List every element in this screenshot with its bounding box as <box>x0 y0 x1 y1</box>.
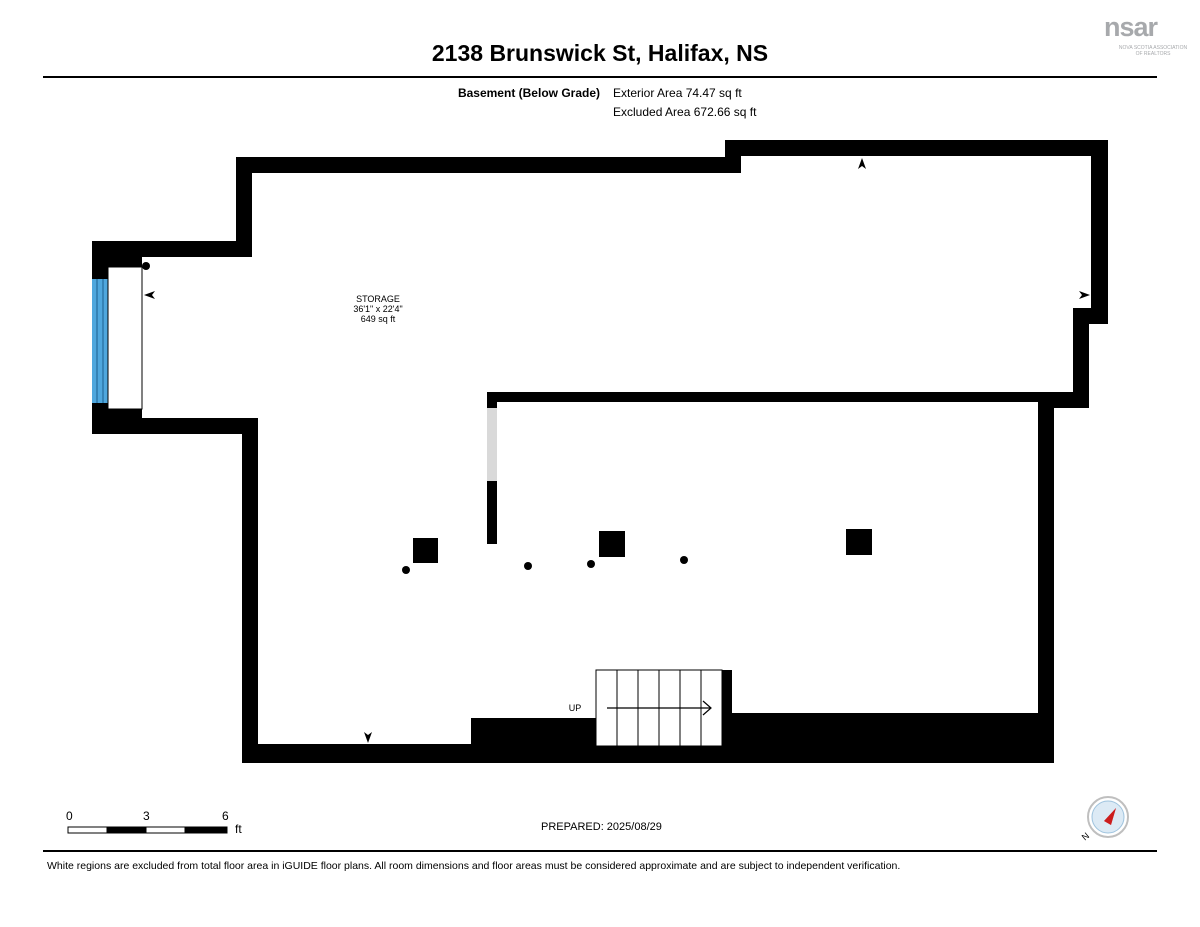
walls <box>92 140 1108 763</box>
wall-segment <box>487 481 497 544</box>
room-dimensions: 36'1" x 22'4" <box>353 304 402 314</box>
floor-label: Basement (Below Grade) <box>457 86 600 100</box>
disclaimer: White regions are excluded from total fl… <box>47 860 901 872</box>
prepared-date: PREPARED: 2025/08/29 <box>541 821 662 833</box>
logo-subtext: Nova Scotia Association of Realtors <box>1118 45 1188 57</box>
wall-segment <box>725 140 1108 156</box>
wall-segment <box>1038 392 1054 763</box>
wall-segment <box>722 713 1054 763</box>
wall-segment <box>92 257 142 267</box>
window <box>92 266 143 410</box>
wall-segment <box>471 718 611 763</box>
scale-unit: ft <box>235 822 242 836</box>
scale-tick-label: 3 <box>143 809 150 823</box>
door-opening <box>487 408 497 481</box>
viewpoint-marker <box>144 291 155 299</box>
column <box>599 531 625 557</box>
wall-segment <box>242 418 258 763</box>
scale-tick-label: 0 <box>66 809 73 823</box>
viewpoint-marker <box>364 732 372 743</box>
wall-segment <box>92 418 258 434</box>
logo-text: nsar <box>1104 12 1158 42</box>
wall-segment <box>487 392 497 408</box>
column-dot <box>524 562 532 570</box>
viewpoint-marker <box>858 158 866 169</box>
compass-icon: N <box>1080 795 1130 845</box>
wall-segment <box>92 241 252 257</box>
room-name: STORAGE <box>356 294 400 304</box>
column-dot <box>142 262 150 270</box>
excluded-area: Excluded Area 672.66 sq ft <box>613 105 757 119</box>
column <box>413 538 438 563</box>
wall-segment <box>1073 308 1089 408</box>
nsar-logo: nsar Nova Scotia Association of Realtors <box>1104 12 1194 58</box>
viewpoint-markers <box>144 158 1090 743</box>
stairs-label: UP <box>569 703 582 713</box>
scale-bar <box>67 826 228 834</box>
exterior-area: Exterior Area 74.47 sq ft <box>613 86 742 100</box>
wall-segment <box>1091 140 1108 324</box>
column-dot <box>680 556 688 564</box>
columns <box>142 262 872 574</box>
column <box>846 529 872 555</box>
header-divider <box>43 76 1157 78</box>
room-area: 649 sq ft <box>361 314 396 324</box>
stairs <box>595 669 723 747</box>
wall-segment <box>487 392 1054 402</box>
footer-divider <box>43 850 1157 852</box>
page-title: 2138 Brunswick St, Halifax, NS <box>431 40 769 66</box>
wall-segment <box>236 157 741 173</box>
column-dot <box>587 560 595 568</box>
compass-north-label: N <box>1080 831 1091 843</box>
wall-segment <box>236 157 252 257</box>
viewpoint-marker <box>1079 291 1090 299</box>
column-dot <box>402 566 410 574</box>
scale-tick-label: 6 <box>222 809 229 823</box>
